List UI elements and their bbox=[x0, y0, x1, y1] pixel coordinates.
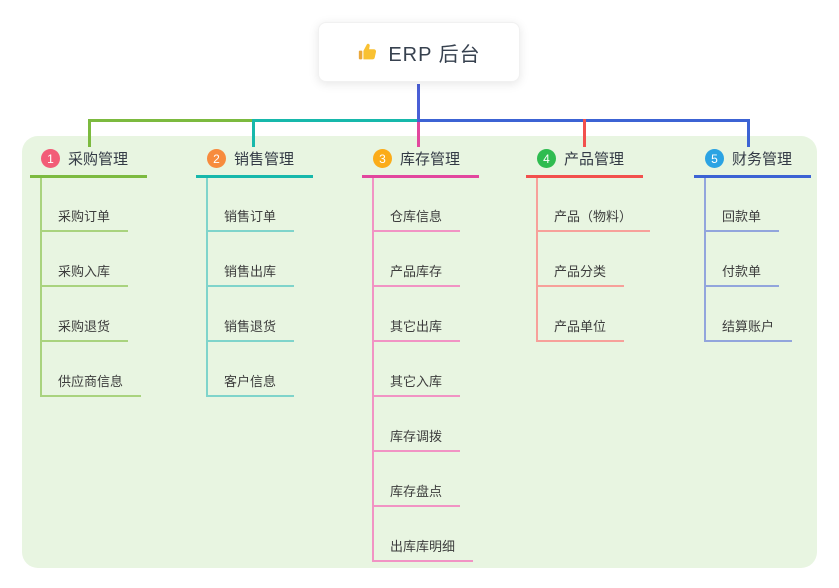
branch-children: 产品（物料） 产品分类产品单位 bbox=[536, 178, 651, 342]
bus-line-segment bbox=[417, 119, 748, 122]
child-node[interactable]: 销售订单 bbox=[208, 208, 295, 232]
branch-column-1: 1 采购管理 采购订单采购入库采购退货供应商信息 bbox=[30, 148, 147, 397]
branch-children: 仓库信息产品库存其它出库其它入库库存调拨库存盘点出库库明细 bbox=[372, 178, 479, 562]
branch-children: 销售订单销售出库销售退货客户信息 bbox=[206, 178, 313, 397]
branch-header-3[interactable]: 3 库存管理 bbox=[362, 148, 479, 178]
root-node-erp[interactable]: ERP 后台 bbox=[318, 22, 520, 82]
child-node[interactable]: 产品库存 bbox=[374, 263, 461, 287]
mindmap-canvas bbox=[22, 136, 817, 568]
branch-column-4: 4 产品管理 产品（物料） 产品分类产品单位 bbox=[526, 148, 651, 342]
root-node-title: ERP 后台 bbox=[388, 43, 481, 66]
child-node[interactable]: 结算账户 bbox=[706, 318, 793, 342]
child-node[interactable]: 付款单 bbox=[706, 263, 780, 287]
child-node[interactable]: 库存调拨 bbox=[374, 428, 461, 452]
bus-line-segment bbox=[252, 119, 419, 122]
child-node[interactable]: 其它入库 bbox=[374, 373, 461, 397]
branch-label: 库存管理 bbox=[400, 151, 461, 168]
child-node[interactable]: 回款单 bbox=[706, 208, 780, 232]
child-node[interactable]: 销售出库 bbox=[208, 263, 295, 287]
branch-label: 采购管理 bbox=[68, 151, 129, 168]
branch-label: 产品管理 bbox=[564, 151, 625, 168]
branch-number-badge: 1 bbox=[41, 149, 60, 168]
bus-line-segment bbox=[88, 119, 253, 122]
branch-header-5[interactable]: 5 财务管理 bbox=[694, 148, 811, 178]
thumbs-up-icon bbox=[357, 41, 379, 63]
branch-column-2: 2 销售管理 销售订单销售出库销售退货客户信息 bbox=[196, 148, 313, 397]
branch-label: 财务管理 bbox=[732, 151, 793, 168]
child-node[interactable]: 库存盘点 bbox=[374, 483, 461, 507]
root-connector-line bbox=[417, 84, 420, 122]
child-node[interactable]: 出库库明细 bbox=[374, 538, 474, 562]
child-node[interactable]: 供应商信息 bbox=[42, 373, 142, 397]
child-node[interactable]: 产品单位 bbox=[538, 318, 625, 342]
branch-stub-line bbox=[747, 119, 750, 147]
branch-number-badge: 2 bbox=[207, 149, 226, 168]
branch-header-4[interactable]: 4 产品管理 bbox=[526, 148, 643, 178]
child-node[interactable]: 产品分类 bbox=[538, 263, 625, 287]
branch-children: 采购订单采购入库采购退货供应商信息 bbox=[40, 178, 147, 397]
child-node[interactable]: 采购订单 bbox=[42, 208, 129, 232]
branch-column-3: 3 库存管理 仓库信息产品库存其它出库其它入库库存调拨库存盘点出库库明细 bbox=[362, 148, 479, 562]
branch-header-2[interactable]: 2 销售管理 bbox=[196, 148, 313, 178]
branch-stub-line bbox=[417, 119, 420, 147]
branch-label: 销售管理 bbox=[234, 151, 295, 168]
branch-stub-line bbox=[252, 119, 255, 147]
child-node[interactable]: 采购入库 bbox=[42, 263, 129, 287]
branch-number-badge: 3 bbox=[373, 149, 392, 168]
branch-number-badge: 4 bbox=[537, 149, 556, 168]
branch-stub-line bbox=[88, 119, 91, 147]
branch-number-badge: 5 bbox=[705, 149, 724, 168]
child-node[interactable]: 其它出库 bbox=[374, 318, 461, 342]
child-node[interactable]: 销售退货 bbox=[208, 318, 295, 342]
branch-header-1[interactable]: 1 采购管理 bbox=[30, 148, 147, 178]
child-node[interactable]: 客户信息 bbox=[208, 373, 295, 397]
child-node[interactable]: 仓库信息 bbox=[374, 208, 461, 232]
branch-children: 回款单付款单结算账户 bbox=[704, 178, 811, 342]
branch-stub-line bbox=[583, 119, 586, 147]
branch-column-5: 5 财务管理 回款单付款单结算账户 bbox=[694, 148, 811, 342]
child-node[interactable]: 产品（物料） bbox=[538, 208, 651, 232]
child-node[interactable]: 采购退货 bbox=[42, 318, 129, 342]
